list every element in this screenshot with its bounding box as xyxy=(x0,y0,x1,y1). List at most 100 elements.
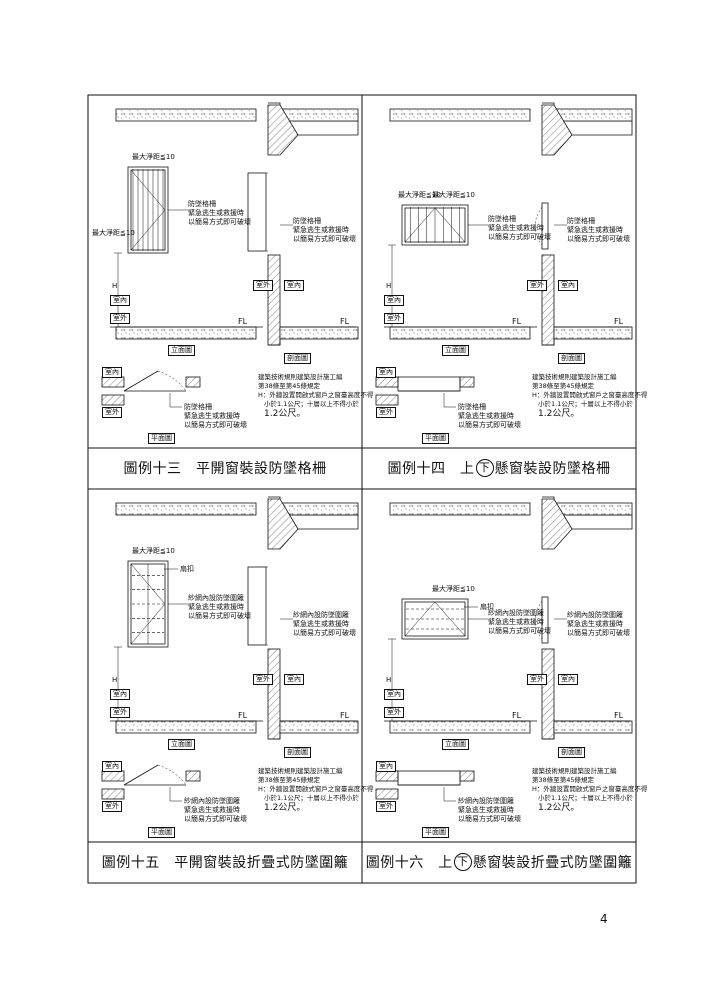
elev-indoor-label: 室內 xyxy=(384,689,404,700)
elev-note: 紗網內設防墜圍籬緊急逃生或救援時以簡易方式即可破壞 xyxy=(488,609,551,635)
plan-sash-open xyxy=(123,764,159,786)
caption-15-text: 圖例十五 平開窗裝設折疊式防墜圍籬 xyxy=(101,855,349,871)
plan-view-label: 平面圖 xyxy=(148,827,175,838)
plan-outdoor-label: 室外 xyxy=(102,801,122,812)
regulation-note-line-1: 建築技術規則建築設計施工編 xyxy=(532,767,617,775)
elevation-view-label: 立面圖 xyxy=(442,345,469,356)
regulation-note-line-1: 建築技術規則建築設計施工編 xyxy=(532,373,617,381)
elev-floor-slab xyxy=(389,720,531,734)
plan-view-label: 平面圖 xyxy=(422,827,449,838)
regulation-note-line-4: 小於1.1公尺；十層以上不得小於 xyxy=(538,400,633,408)
section-outdoor-label: 室外 xyxy=(253,280,273,291)
section-floor-corner xyxy=(542,733,555,740)
section-swing-arc xyxy=(534,206,543,246)
regulation-note-line-5: 1.2公尺。 xyxy=(264,803,306,813)
page-number: 4 xyxy=(600,912,608,926)
elev-dim-bottom: 最大淨距≦10 xyxy=(432,585,475,593)
plan-wall-left-lower xyxy=(101,788,125,800)
opening-line-upper xyxy=(130,563,166,605)
plan-wall-left xyxy=(375,770,399,782)
elev-h-label: H xyxy=(386,676,392,684)
elev-dim-top: 最大淨距≦10 xyxy=(398,191,441,199)
plan-indoor-label: 室內 xyxy=(102,367,122,378)
section-lower-wall xyxy=(541,254,555,346)
plan-wall-right xyxy=(459,770,475,782)
section-outdoor-label: 室外 xyxy=(253,674,273,685)
section-note: 防墜格柵緊急逃生或救援時以簡易方式即可破壞 xyxy=(293,217,356,243)
caption-panel-13: 圖例十三 平開窗裝設防墜格柵 xyxy=(88,448,362,488)
caption-14-circle: 下 xyxy=(475,459,494,477)
elev-note: 防墜格柵緊急逃生或救援時以簡易方式即可破壞 xyxy=(488,215,551,241)
plan-window-frame xyxy=(397,376,461,392)
plan-wall-left-lower xyxy=(101,394,125,406)
section-indoor-label: 室內 xyxy=(284,280,304,291)
regulation-note-line-4: 小於1.1公尺；十層以上不得小於 xyxy=(264,400,359,408)
caption-16-text-post: 懸窗裝設折疊式防墜圍籬 xyxy=(472,855,633,871)
opening-line-right xyxy=(434,207,466,243)
plan-wall-right xyxy=(185,770,201,782)
section-lower-wall xyxy=(541,648,555,740)
regulation-note-line-1: 建築技術規則建築設計施工編 xyxy=(258,373,343,381)
latch-label: 扇扣 xyxy=(480,603,494,611)
section-indoor-label: 室內 xyxy=(558,280,578,291)
latch-label: 扇扣 xyxy=(180,565,194,573)
section-view-label: 剖面圖 xyxy=(558,747,585,758)
section-view-label: 剖面圖 xyxy=(284,747,311,758)
opening-line-upper xyxy=(130,169,166,211)
section-floor-slab xyxy=(553,326,633,340)
plan-view-label: 平面圖 xyxy=(148,433,175,444)
section-beam xyxy=(541,104,573,156)
elev-fl-label: FL xyxy=(238,317,248,326)
opening-line-left xyxy=(404,207,436,243)
regulation-note-line-3: H：外牆設置開啟式窗戶之窗臺高度不得 xyxy=(258,391,374,399)
elev-dim-top: 最大淨距≦10 xyxy=(132,547,175,555)
section-ceiling-slab xyxy=(553,108,633,122)
elev-fl-label: FL xyxy=(238,711,248,720)
caption-16-text-pre: 圖例十六 上 xyxy=(365,855,453,871)
regulation-note-line-3: H：外牆設置開啟式窗戶之窗臺高度不得 xyxy=(532,391,648,399)
regulation-note-line-3: H：外牆設置開啟式窗戶之窗臺高度不得 xyxy=(258,785,374,793)
section-window-frame xyxy=(541,202,549,250)
elev-indoor-label: 室內 xyxy=(110,689,130,700)
elev-ceiling-slab xyxy=(389,502,531,516)
elev-outdoor-label: 室外 xyxy=(110,313,130,324)
plan-wall-right xyxy=(185,376,201,388)
plan-outdoor-label: 室外 xyxy=(376,801,396,812)
section-fl-label: FL xyxy=(340,317,350,326)
elev-dim-bottom: 最大淨距≦10 xyxy=(92,229,135,237)
opening-line-right xyxy=(434,601,466,637)
section-floor-slab xyxy=(279,326,359,340)
section-beam xyxy=(267,104,299,156)
elev-fl-label: FL xyxy=(512,317,522,326)
elev-h-label: H xyxy=(112,282,118,290)
elev-h-label: H xyxy=(386,282,392,290)
section-floor-corner xyxy=(542,339,555,346)
elev-ceiling-slab xyxy=(115,502,257,516)
plan-window-frame xyxy=(397,770,461,786)
section-beam xyxy=(267,498,299,550)
elev-h-label: H xyxy=(112,676,118,684)
regulation-note-line-2: 第38條至第45條規定 xyxy=(532,776,595,784)
regulation-note-line-1: 建築技術規則建築設計施工編 xyxy=(258,767,343,775)
section-window-frame xyxy=(541,596,549,644)
regulation-note-line-2: 第38條至第45條規定 xyxy=(258,776,321,784)
plan-note: 紗網內設防墜圍籬緊急逃生或救援時以簡易方式即可破壞 xyxy=(458,797,521,823)
elevation-view-label: 立面圖 xyxy=(168,739,195,750)
section-fl-label: FL xyxy=(614,317,624,326)
elev-indoor-label: 室內 xyxy=(110,295,130,306)
caption-14-text-post: 懸窗裝設防墜格柵 xyxy=(494,461,611,477)
section-view-label: 剖面圖 xyxy=(558,353,585,364)
elev-dim-bottom: 最大淨距≦10 xyxy=(432,191,475,199)
plan-wall-left xyxy=(375,376,399,388)
section-note: 紗網內設防墜圍籬緊急逃生或救援時以簡易方式即可破壞 xyxy=(293,611,356,637)
section-indoor-label: 室內 xyxy=(284,674,304,685)
caption-panel-16: 圖例十六 上 下 懸窗裝設折疊式防墜圍籬 xyxy=(362,842,636,882)
caption-panel-15: 圖例十五 平開窗裝設折疊式防墜圍籬 xyxy=(88,842,362,882)
section-floor-corner xyxy=(268,339,281,346)
section-beam xyxy=(541,498,573,550)
elev-note: 紗網內設防墜圍籬緊急逃生或救援時以簡易方式即可破壞 xyxy=(188,594,251,620)
regulation-note-line-4: 小於1.1公尺；十層以上不得小於 xyxy=(264,794,359,802)
section-window-grille xyxy=(247,566,267,646)
plan-wall-left xyxy=(101,770,125,782)
regulation-note-line-5: 1.2公尺。 xyxy=(538,803,580,813)
